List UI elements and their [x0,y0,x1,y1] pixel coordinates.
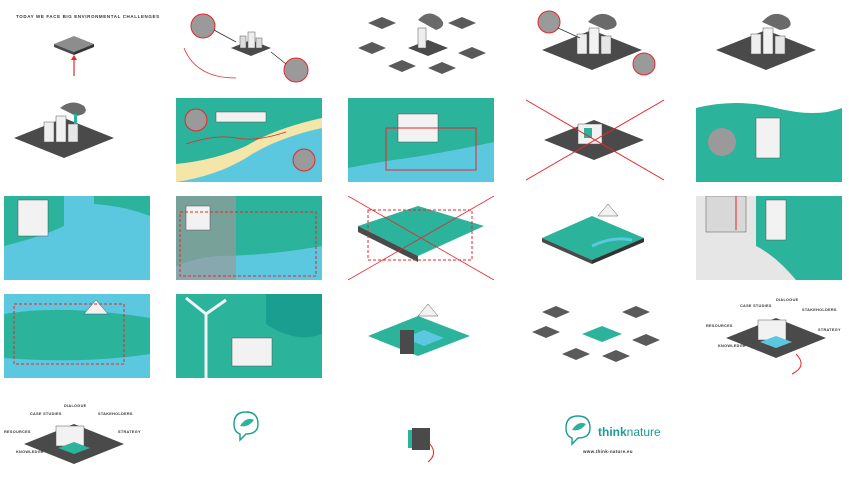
label-stakeholders: STAKEHOLDERS [802,308,837,312]
frame-22-logo-mark [176,394,322,478]
frame-13-zoom-out [348,196,494,280]
label-case-studies: CASE STUDIES [740,304,772,308]
frame-9-crossed-out [522,98,668,182]
frame-1-slab [4,24,150,108]
frame-20-concept-map: CASE STUDIES DIALOGUE STAKEHOLDERS RESOU… [696,294,842,378]
frame-15-detail [696,196,842,280]
label-dialogue-2: DIALOGUE [64,404,87,408]
frame-12-transition [176,196,322,280]
frame-5-city-slab [696,8,842,92]
label-resources: RESOURCES [706,324,733,328]
label-knowledge-2: KNOWLEDGE [16,450,44,454]
frame-2-challenges [176,8,322,92]
frame-8-city-focus [348,98,494,182]
frame-19-green-tiles [522,294,668,378]
label-strategy: STRATEGY [818,328,841,332]
label-strategy-2: STRATEGY [118,430,141,434]
frame-14-green-slab [522,196,668,280]
frame-24-brand [522,394,668,478]
frame-6-polluting-city [4,98,150,182]
frame-18-book [348,294,494,378]
frame-16-island [4,294,150,378]
intro-caption: TODAY WE FACE BIG ENVIRONMENTAL CHALLENG… [16,14,160,19]
label-knowledge: KNOWLEDGE [718,344,746,348]
frame-23-book-closed [348,394,494,478]
label-case-studies-2: CASE STUDIES [30,412,62,416]
frame-7-coastline [176,98,322,182]
frame-3-split-tiles [348,8,494,92]
label-resources-2: RESOURCES [4,430,31,434]
frame-10-green-city [696,98,842,182]
brand-url[interactable]: www.think-nature.eu [583,449,633,454]
frame-11-riverside [4,196,150,280]
frame-17-windmill [176,294,322,378]
label-stakeholders-2: STAKEHOLDERS [98,412,133,416]
frame-4-city-issues [522,8,668,92]
frame-21-concept-map-final: DIALOGUE CASE STUDIES STAKEHOLDERS RESOU… [4,394,150,478]
label-dialogue: DIALOGUE [776,298,799,302]
brand-name-light: nature [626,425,661,439]
brand-name-bold: think [598,425,627,439]
brand-wordmark: thinknature [598,425,661,439]
